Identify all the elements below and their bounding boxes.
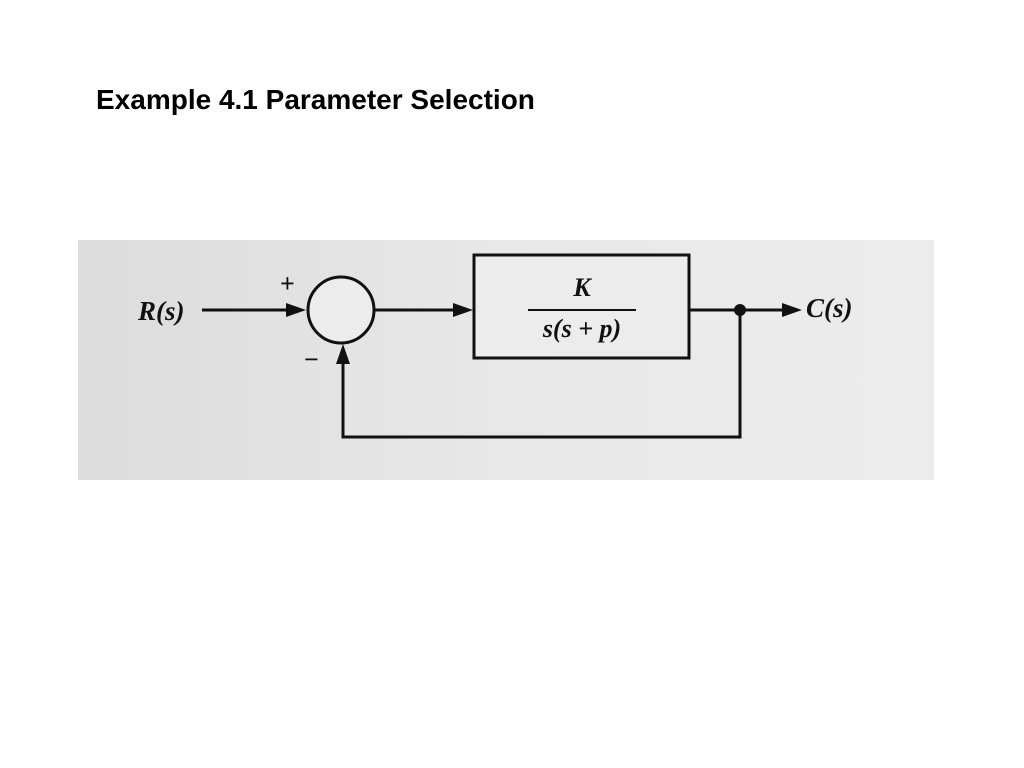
block-numerator: K	[572, 273, 592, 302]
block-denominator: s(s + p)	[542, 314, 621, 343]
slide-title: Example 4.1 Parameter Selection	[96, 84, 535, 115]
minus-sign: −	[304, 345, 319, 374]
feedback-path	[341, 310, 742, 439]
plus-sign: +	[280, 269, 295, 298]
transfer-function-block	[472, 253, 691, 360]
output-arrowhead	[782, 303, 802, 317]
feedback-arrowhead	[336, 344, 350, 364]
block-input-arrowhead	[453, 303, 473, 317]
summing-junction	[306, 275, 376, 345]
block-diagram: R(s) C(s) + − K s(s + p)	[78, 240, 934, 480]
input-arrowhead	[286, 303, 306, 317]
input-label: R(s)	[137, 296, 185, 326]
output-label: C(s)	[806, 293, 853, 323]
